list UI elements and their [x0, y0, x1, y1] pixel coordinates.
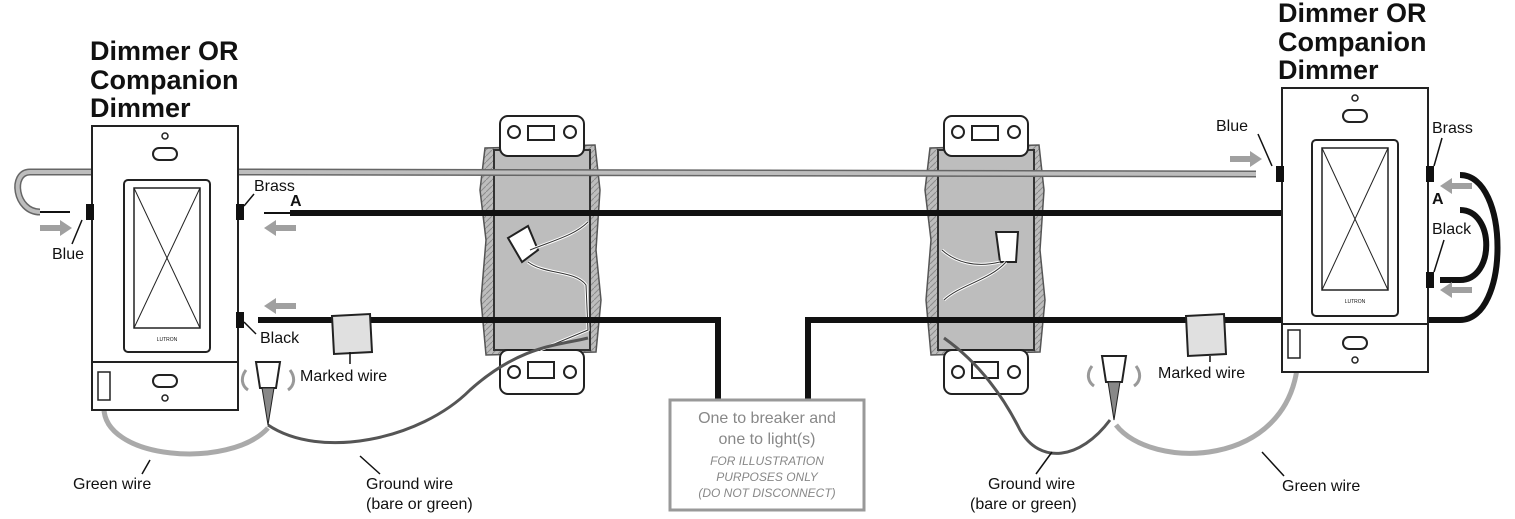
- note-italic-2: PURPOSES ONLY: [716, 470, 819, 484]
- green-wire-right: [1114, 359, 1301, 456]
- right-marked-wire-label: Marked wire: [1158, 365, 1245, 382]
- left-title-line-3: Dimmer: [90, 93, 191, 123]
- note-line-2: one to light(s): [719, 431, 816, 448]
- marked-wire-tag-right: [1184, 312, 1228, 358]
- center-note-box: One to breaker and one to light(s) FOR I…: [668, 398, 866, 512]
- left-ground-wire-label-1: Ground wire: [366, 476, 453, 493]
- left-ground-wire-label-2: (bare or green): [366, 496, 473, 513]
- left-dimmer: LUTRON: [86, 125, 244, 411]
- right-title-line-1: Dimmer OR: [1278, 0, 1427, 28]
- arrow-left-icon: [264, 298, 296, 314]
- marked-wire-tag-left: [330, 312, 374, 356]
- arrow-right-icon: [1230, 151, 1262, 167]
- left-green-wire-label: Green wire: [73, 476, 151, 493]
- left-brass-label: Brass: [254, 178, 295, 195]
- right-a-label: A: [1432, 191, 1444, 208]
- right-green-wire-label: Green wire: [1282, 478, 1360, 495]
- wire-nut-left: [240, 361, 296, 426]
- wire-nut-left-box: [506, 220, 590, 352]
- note-italic-1: FOR ILLUSTRATION: [710, 454, 824, 468]
- right-brand-label: LUTRON: [1345, 299, 1366, 305]
- left-a-label: A: [290, 193, 302, 210]
- right-black-jumper-wire: [1440, 207, 1490, 283]
- arrow-right-icon: [40, 220, 72, 236]
- black-wire-right: [805, 317, 1282, 400]
- right-blue-label: Blue: [1216, 118, 1248, 135]
- ground-wire-right: [943, 336, 1112, 455]
- note-italic-3: (DO NOT DISCONNECT): [698, 486, 835, 500]
- right-dimmer: LUTRON: [1276, 87, 1434, 373]
- arrow-left-icon: [264, 220, 296, 236]
- left-black-label: Black: [260, 330, 300, 347]
- left-marked-wire-label: Marked wire: [300, 368, 387, 385]
- left-title-line-2: Companion: [90, 65, 239, 95]
- green-wire-left: [101, 404, 270, 457]
- right-ground-wire-label-1: Ground wire: [988, 476, 1075, 493]
- arrow-left-icon: [1440, 282, 1472, 298]
- left-title-line-1: Dimmer OR: [90, 36, 239, 66]
- right-ground-wire-label-2: (bare or green): [970, 496, 1077, 513]
- wire-nut-right: [1086, 355, 1142, 421]
- left-brand-label: LUTRON: [157, 337, 178, 343]
- right-black-loop-wire: [1426, 172, 1501, 323]
- wall-box-left: [479, 115, 602, 395]
- black-wire-left: [258, 317, 721, 400]
- blue-traveler-wire: [237, 168, 1257, 178]
- wall-box-right: [924, 115, 1046, 395]
- left-blue-label: Blue: [52, 246, 84, 263]
- right-brass-label: Brass: [1432, 120, 1473, 137]
- note-line-1: One to breaker and: [698, 410, 836, 427]
- arrow-icons: [40, 151, 1472, 314]
- ground-wire-left: [267, 336, 589, 444]
- left-blue-loop-wire: [14, 168, 92, 216]
- right-black-label: Black: [1432, 221, 1472, 238]
- right-title-line-2: Companion: [1278, 27, 1427, 57]
- arrow-left-icon: [1440, 178, 1472, 194]
- wire-nut-right-box: [940, 231, 1020, 302]
- right-title-line-3: Dimmer: [1278, 55, 1379, 85]
